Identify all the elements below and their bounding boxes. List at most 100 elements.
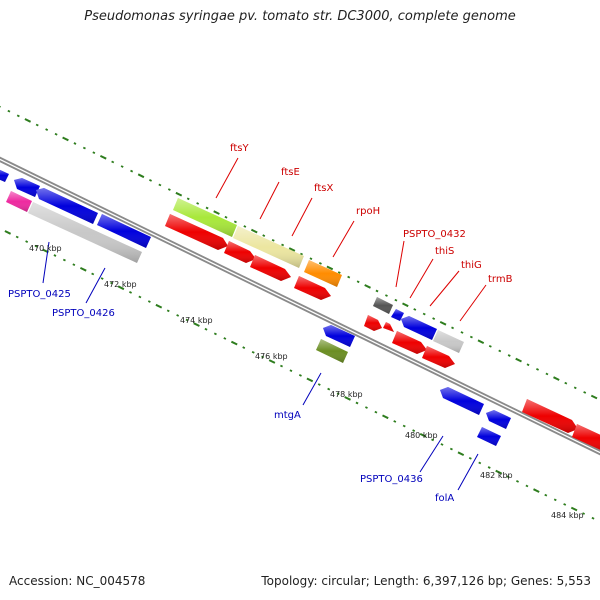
- tick-minor: [262, 234, 266, 237]
- gene-shading: [383, 322, 394, 332]
- tick-minor: [35, 123, 39, 127]
- tick-major: [515, 357, 522, 363]
- tick-minor: [394, 298, 398, 302]
- tick-minor: [147, 300, 151, 303]
- tick-major: [419, 432, 427, 438]
- tick-minor: [365, 406, 368, 409]
- tick-minor: [130, 169, 134, 173]
- label-ftsY: ftsY: [230, 143, 249, 154]
- label-trmB: trmB: [488, 274, 513, 285]
- kbp-labels: 470 kbp 472 kbp 474 kbp 476 kbp 478 kbp …: [29, 244, 584, 520]
- gene-shading: [433, 330, 464, 353]
- kbp-label-484: 484 kbp: [551, 511, 584, 520]
- tick-minor: [535, 367, 540, 371]
- tick-major: [326, 265, 334, 271]
- tick-major: [495, 469, 502, 475]
- tick-minor: [73, 142, 77, 145]
- blue-gene-labels: PSPTO_0425 PSPTO_0426 mtgA PSPTO_0436 fo…: [8, 289, 454, 504]
- tick-major: [364, 284, 371, 289]
- gene-shading: [364, 315, 382, 331]
- pointer-pspto0426: [85, 267, 106, 304]
- gene-shading: [440, 387, 484, 415]
- tick-marks: [0, 105, 598, 520]
- tick-minor: [318, 261, 322, 265]
- gene-shading: [316, 339, 348, 363]
- tick-minor: [402, 424, 406, 428]
- kbp-label-478: 478 kbp: [330, 390, 363, 399]
- tick-major: [533, 488, 540, 493]
- tick-major: [250, 228, 258, 234]
- tick-minor: [25, 240, 29, 243]
- tick-minor: [355, 401, 359, 405]
- tick-minor: [15, 235, 19, 239]
- label-ftsE: ftsE: [281, 167, 300, 178]
- gene-shading: [0, 169, 9, 182]
- gene-shading: [14, 178, 40, 197]
- tick-minor: [138, 295, 142, 299]
- kbp-label-476: 476 kbp: [255, 352, 288, 361]
- tick-major: [213, 210, 220, 215]
- gene-shading: [28, 202, 142, 263]
- gene-shading: [486, 410, 511, 429]
- tick-minor: [7, 109, 11, 113]
- tick-major: [99, 154, 107, 160]
- tick-minor: [233, 220, 237, 224]
- tick-minor: [583, 391, 587, 394]
- tick-minor: [460, 331, 464, 334]
- tick-major: [439, 320, 447, 326]
- tick-minor: [393, 420, 397, 423]
- label-pspto0425: PSPTO_0425: [8, 289, 71, 300]
- pointer-thiG: [429, 270, 460, 307]
- tick-major: [306, 377, 314, 383]
- tick-minor: [242, 346, 246, 349]
- kbp-label-482: 482 kbp: [480, 471, 513, 480]
- tick-minor: [507, 354, 511, 357]
- label-ftsX: ftsX: [314, 183, 333, 194]
- tick-minor: [91, 272, 95, 276]
- tick-minor: [128, 290, 133, 294]
- pointer-ftsY: [215, 157, 239, 199]
- tick-major: [175, 191, 183, 197]
- gene-shading: [373, 297, 393, 314]
- tick-minor: [488, 344, 492, 348]
- tick-minor: [196, 202, 200, 205]
- tick-minor: [148, 178, 153, 182]
- tick-major: [155, 303, 163, 309]
- gene-shading: [173, 198, 237, 237]
- tick-minor: [280, 364, 283, 368]
- tick-major: [268, 359, 276, 364]
- kbp-label-480: 480 kbp: [405, 431, 438, 440]
- tick-minor: [431, 438, 435, 442]
- tick-minor: [34, 244, 38, 248]
- tick-minor: [317, 383, 321, 386]
- label-thiG: thiG: [461, 260, 482, 271]
- label-pspto0426: PSPTO_0426: [52, 308, 115, 319]
- tick-minor: [506, 475, 510, 479]
- tick-major: [288, 247, 296, 252]
- tick-minor: [100, 277, 104, 280]
- tick-minor: [336, 392, 340, 396]
- tick-minor: [498, 349, 502, 353]
- tick-minor: [167, 188, 171, 191]
- pointer-thiS: [409, 258, 434, 299]
- gene-shading: [165, 214, 228, 250]
- genome-backbone: [0, 156, 600, 456]
- tick-minor: [243, 225, 247, 228]
- map-title: Pseudomonas syringae pv. tomato str. DC3…: [84, 9, 516, 24]
- tick-major: [230, 340, 238, 346]
- tick-major: [344, 396, 351, 401]
- tick-minor: [16, 114, 20, 118]
- tick-minor: [573, 386, 577, 390]
- tick-minor: [186, 197, 190, 201]
- tick-minor: [204, 327, 208, 331]
- tick-minor: [224, 215, 228, 219]
- gene-shading: [250, 255, 291, 281]
- tick-minor: [327, 387, 331, 391]
- tick-major: [4, 230, 12, 235]
- gene-shading: [522, 399, 578, 433]
- tick-minor: [261, 355, 265, 359]
- tick-minor: [515, 479, 520, 483]
- tick-minor: [223, 337, 227, 340]
- tick-minor: [82, 146, 86, 150]
